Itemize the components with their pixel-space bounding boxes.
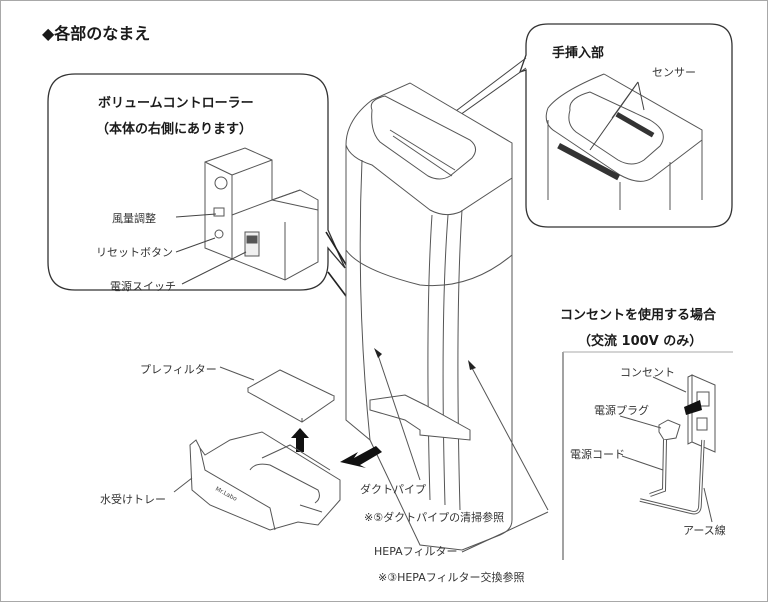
hand-insert-callout-bubble (518, 23, 733, 228)
power-switch-label: 電源スイッチ (110, 280, 176, 293)
outlet-label: コンセント (620, 366, 675, 379)
fan-speed-label: 風量調整 (112, 212, 156, 225)
plug-arrow (684, 400, 702, 415)
controller-box-illustration (204, 147, 319, 281)
hand-insert-title: 手挿入部 (552, 46, 605, 61)
pre-filter-illustration (246, 369, 335, 423)
volume-controller-title: ボリュームコントローラー (98, 96, 254, 111)
earth-wire-label: アース線 (683, 524, 726, 537)
power-cord-label: 電源コード (570, 448, 625, 461)
page-title: ◆各部のなまえ (42, 24, 151, 43)
hepa-filter-label: HEPAフィルター (374, 545, 458, 558)
reset-button-label: リセットボタン (96, 246, 173, 259)
duct-pipe-label: ダクトパイプ (360, 483, 426, 496)
volume-callout-bubble (47, 73, 346, 291)
water-tray-illustration (189, 431, 341, 531)
pre-filter-label: プレフィルター (140, 363, 217, 376)
main-unit-illustration (345, 82, 513, 551)
power-plug-illustration (658, 419, 681, 441)
hepa-filter-note: ※③HEPAフィルター交換参照 (378, 571, 525, 584)
outlet-section-title: コンセントを使用する場合 (560, 308, 717, 323)
sensor-label: センサー (652, 66, 696, 79)
water-tray-label: 水受けトレー (100, 493, 166, 506)
outlet-section-subtitle: （交流 100V のみ） (578, 334, 703, 349)
duct-pipe-note: ※⑤ダクトパイプの清掃参照 (364, 511, 505, 524)
power-plug-label: 電源プラグ (594, 404, 649, 417)
outlet-panel (562, 351, 733, 560)
hand-insert-illustration (545, 73, 703, 210)
volume-controller-subtitle: （本体の右側にあります） (96, 122, 253, 137)
diagonal-arrow (340, 446, 382, 468)
up-arrow (291, 428, 309, 452)
